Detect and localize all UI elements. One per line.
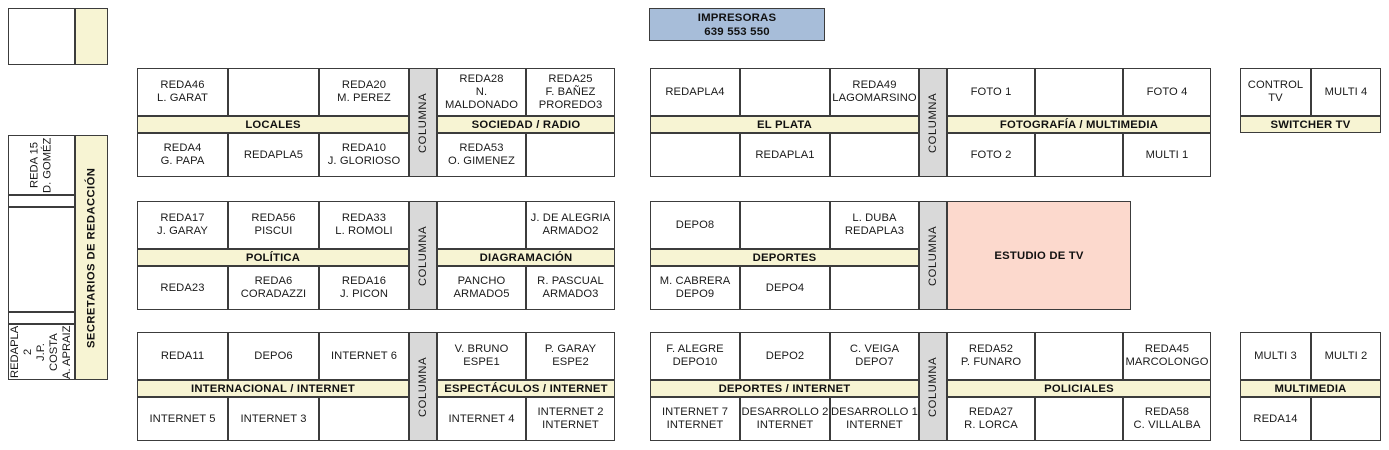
seat-multimedia-reda14[interactable]: REDA14 <box>1240 397 1311 441</box>
seat-deportes-bot-3[interactable] <box>830 266 919 310</box>
seat-sociedad-top-1[interactable]: REDA28 N. MALDONADO <box>437 68 526 116</box>
band-espectaculos-internet: ESPECTÁCULOS / INTERNET <box>437 380 615 397</box>
sidebar-seat-reda-15[interactable]: REDA 15 D. GOMÉZ <box>8 135 75 195</box>
seat-multimedia-multi-3[interactable]: MULTI 3 <box>1240 332 1311 380</box>
seat-deportes-bot-1[interactable]: M. CABRERA DEPO9 <box>650 266 740 310</box>
band-el-plata: EL PLATA <box>650 116 919 133</box>
impresoras-title: IMPRESORAS <box>697 11 777 24</box>
seat-deportes-internet-top-1[interactable]: F. ALEGRE DEPO10 <box>650 332 740 380</box>
impresoras-banner: IMPRESORAS 639 553 550 <box>649 8 825 41</box>
seat-espectaculos-top-1[interactable]: V. BRUNO ESPE1 <box>437 332 526 380</box>
seat-multimedia-multi-2[interactable]: MULTI 2 <box>1311 332 1381 380</box>
seat-deportes-top-2[interactable] <box>740 201 830 249</box>
seat-sociedad-top-2[interactable]: REDA25 F. BAÑEZ PROREDO3 <box>526 68 615 116</box>
seat-deportes-internet-bot-1[interactable]: INTERNET 7 INTERNET <box>650 397 740 441</box>
band-deportes: DEPORTES <box>650 249 919 266</box>
sidebar-seat-empty-2[interactable] <box>8 207 75 312</box>
seat-diagramacion-top-2[interactable]: J. DE ALEGRIA ARMADO2 <box>526 201 615 249</box>
columna-row2-left: COLUMNA <box>409 201 437 310</box>
seat-internacional-top-3[interactable]: INTERNET 6 <box>319 332 409 380</box>
seat-elplata-bot-1[interactable] <box>650 133 740 177</box>
seat-diagramacion-bot-1[interactable]: PANCHO ARMADO5 <box>437 266 526 310</box>
seat-politica-top-3[interactable]: REDA33 L. ROMOLI <box>319 201 409 249</box>
sidebar-top-empty-box[interactable] <box>8 8 75 65</box>
seat-politica-top-1[interactable]: REDA17 J. GARAY <box>137 201 228 249</box>
band-fotografia-multimedia: FOTOGRAFÍA / MULTIMEDIA <box>947 116 1211 133</box>
seat-switcher-multi-4[interactable]: MULTI 4 <box>1311 68 1381 116</box>
seat-deportes-top-1[interactable]: DEPO8 <box>650 201 740 249</box>
seat-locales-top-1[interactable]: REDA46 L. GARAT <box>137 68 228 116</box>
band-sociedad-radio: SOCIEDAD / RADIO <box>437 116 615 133</box>
seat-locales-bot-1[interactable]: REDA4 G. PAPA <box>137 133 228 177</box>
seat-deportes-top-3[interactable]: L. DUBA REDAPLA3 <box>830 201 919 249</box>
seat-elplata-top-2[interactable] <box>740 68 830 116</box>
seat-deportes-internet-bot-2[interactable]: DESARROLLO 2 INTERNET <box>740 397 830 441</box>
estudio-de-tv[interactable]: ESTUDIO DE TV <box>947 201 1131 310</box>
seat-policiales-bot-3[interactable]: REDA58 C. VILLALBA <box>1123 397 1211 441</box>
seat-internacional-bot-3[interactable] <box>319 397 409 441</box>
band-switcher-tv: SWITCHER TV <box>1240 116 1381 133</box>
seat-deportes-internet-top-3[interactable]: C. VEIGA DEPO7 <box>830 332 919 380</box>
seat-politica-bot-1[interactable]: REDA23 <box>137 266 228 310</box>
band-policiales: POLICIALES <box>947 380 1211 397</box>
columna-row1-right: COLUMNA <box>919 68 947 177</box>
seat-fotografia-top-1[interactable]: FOTO 1 <box>947 68 1035 116</box>
seat-espectaculos-bot-2[interactable]: INTERNET 2 INTERNET <box>526 397 615 441</box>
sidebar-seat-empty-3[interactable] <box>8 312 75 324</box>
seat-locales-bot-2[interactable]: REDAPLA5 <box>228 133 319 177</box>
seat-politica-bot-2[interactable]: REDA6 CORADAZZI <box>228 266 319 310</box>
seat-policiales-top-2[interactable] <box>1035 332 1123 380</box>
columna-row3-left: COLUMNA <box>409 332 437 441</box>
secretarios-de-redaccion-label: SECRETARIOS DE REDACCIÓN <box>75 135 108 380</box>
seat-internacional-bot-1[interactable]: INTERNET 5 <box>137 397 228 441</box>
seat-switcher-control-tv[interactable]: CONTROL TV <box>1240 68 1311 116</box>
seat-fotografia-bot-2[interactable] <box>1035 133 1123 177</box>
columna-row1-left: COLUMNA <box>409 68 437 177</box>
seat-internacional-top-1[interactable]: REDA11 <box>137 332 228 380</box>
seat-fotografia-bot-3[interactable]: MULTI 1 <box>1123 133 1211 177</box>
sidebar-seat-empty-1[interactable] <box>8 195 75 207</box>
band-locales: LOCALES <box>137 116 409 133</box>
seat-sociedad-bot-2[interactable] <box>526 133 615 177</box>
seat-elplata-top-3[interactable]: REDA49 LAGOMARSINO <box>830 68 919 116</box>
seat-locales-bot-3[interactable]: REDA10 J. GLORIOSO <box>319 133 409 177</box>
seat-fotografia-top-2[interactable] <box>1035 68 1123 116</box>
seat-sociedad-bot-1[interactable]: REDA53 O. GIMENEZ <box>437 133 526 177</box>
seat-policiales-top-1[interactable]: REDA52 P. FUNARO <box>947 332 1035 380</box>
seat-deportes-bot-2[interactable]: DEPO4 <box>740 266 830 310</box>
seat-internacional-bot-2[interactable]: INTERNET 3 <box>228 397 319 441</box>
seat-elplata-bot-3[interactable] <box>830 133 919 177</box>
sidebar-seat-redapla-2[interactable]: REDAPLA 2 J.P. COSTA A. APRAIZ <box>8 324 75 380</box>
seat-politica-bot-3[interactable]: REDA16 J. PICON <box>319 266 409 310</box>
band-diagramacion: DIAGRAMACIÓN <box>437 249 615 266</box>
seat-locales-top-3[interactable]: REDA20 M. PEREZ <box>319 68 409 116</box>
seat-espectaculos-bot-1[interactable]: INTERNET 4 <box>437 397 526 441</box>
seat-elplata-bot-2[interactable]: REDAPLA1 <box>740 133 830 177</box>
seat-politica-top-2[interactable]: REDA56 PISCUI <box>228 201 319 249</box>
columna-row3-right: COLUMNA <box>919 332 947 441</box>
seat-elplata-top-1[interactable]: REDAPLA4 <box>650 68 740 116</box>
seat-espectaculos-top-2[interactable]: P. GARAY ESPE2 <box>526 332 615 380</box>
seat-locales-top-2[interactable] <box>228 68 319 116</box>
seat-fotografia-bot-1[interactable]: FOTO 2 <box>947 133 1035 177</box>
seat-policiales-top-3[interactable]: REDA45 MARCOLONGO <box>1123 332 1211 380</box>
band-deportes-internet: DEPORTES / INTERNET <box>650 380 919 397</box>
impresoras-numbers: 639 553 550 <box>704 25 770 38</box>
band-multimedia: MULTIMEDIA <box>1240 380 1381 397</box>
seat-deportes-internet-bot-3[interactable]: DESARROLLO 1 INTERNET <box>830 397 919 441</box>
seat-multimedia-empty[interactable] <box>1311 397 1381 441</box>
seat-policiales-bot-2[interactable] <box>1035 397 1123 441</box>
sidebar-top-strip <box>75 8 108 65</box>
seat-deportes-internet-top-2[interactable]: DEPO2 <box>740 332 830 380</box>
columna-row2-right: COLUMNA <box>919 201 947 310</box>
seat-policiales-bot-1[interactable]: REDA27 R. LORCA <box>947 397 1035 441</box>
seat-internacional-top-2[interactable]: DEPO6 <box>228 332 319 380</box>
seat-diagramacion-bot-2[interactable]: R. PASCUAL ARMADO3 <box>526 266 615 310</box>
band-internacional-internet: INTERNACIONAL / INTERNET <box>137 380 409 397</box>
seat-fotografia-top-3[interactable]: FOTO 4 <box>1123 68 1211 116</box>
seat-diagramacion-top-1[interactable] <box>437 201 526 249</box>
band-politica: POLÍTICA <box>137 249 409 266</box>
